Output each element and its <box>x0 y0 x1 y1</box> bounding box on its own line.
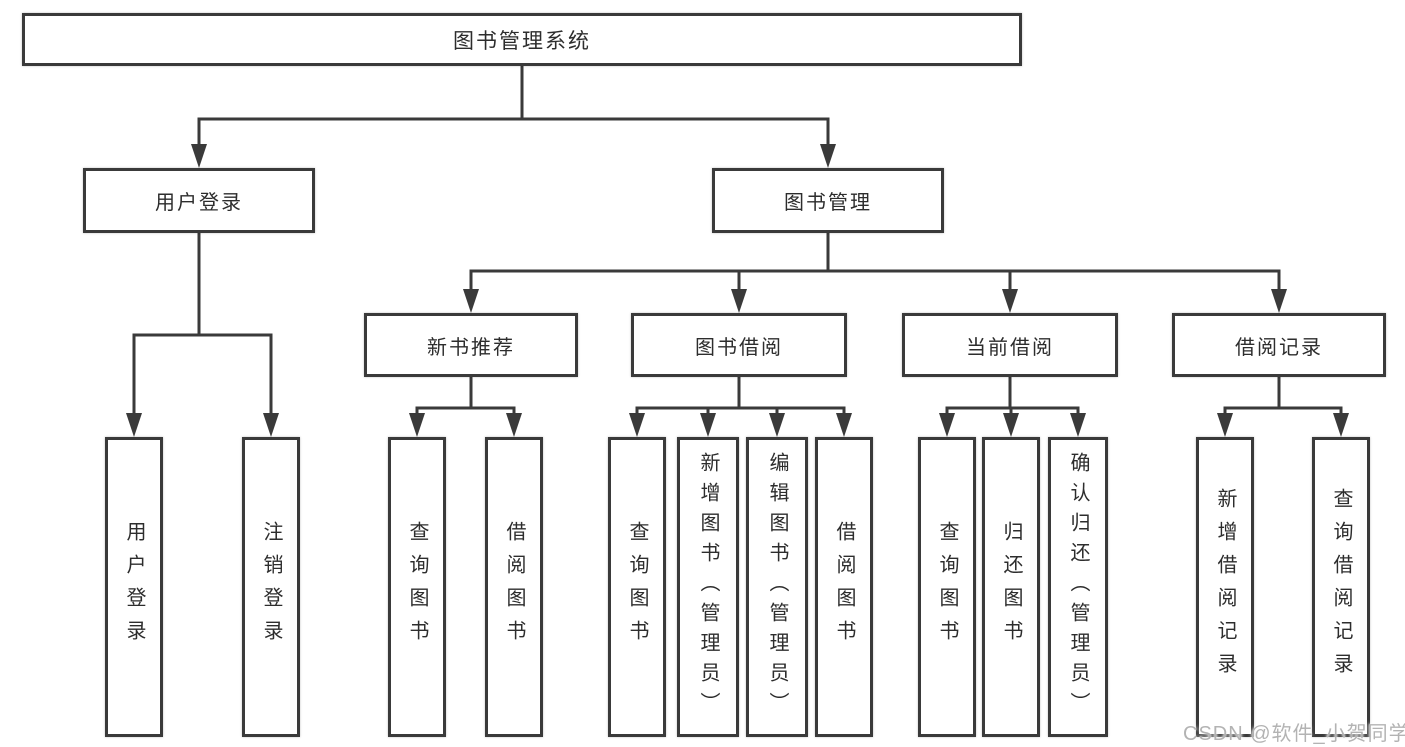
leaf-query-books-current: 查询图书 <box>918 437 976 737</box>
node-new-book-recommend: 新书推荐 <box>364 313 578 377</box>
leaf-label: 查询图书 <box>936 521 958 653</box>
node-root-library-system: 图书管理系统 <box>22 13 1022 66</box>
node-book-management: 图书管理 <box>712 168 944 233</box>
node-book-borrowing: 图书借阅 <box>631 313 847 377</box>
node-current-borrowing: 当前借阅 <box>902 313 1118 377</box>
leaf-label: 查询借阅记录 <box>1330 488 1352 686</box>
leaf-label: 借阅图书 <box>503 521 525 653</box>
leaf-query-books-borrowing: 查询图书 <box>608 437 666 737</box>
leaf-edit-books-admin: 编辑图书（管理员） <box>746 437 808 737</box>
leaf-label: 新增图书（管理员） <box>697 452 719 722</box>
leaf-return-books: 归还图书 <box>982 437 1040 737</box>
node-user-login: 用户登录 <box>83 168 315 233</box>
leaf-borrow-books-recommend: 借阅图书 <box>485 437 543 737</box>
node-borrowing-records: 借阅记录 <box>1172 313 1386 377</box>
leaf-label: 查询图书 <box>406 521 428 653</box>
leaf-query-borrow-record: 查询借阅记录 <box>1312 437 1370 737</box>
leaf-label: 编辑图书（管理员） <box>766 452 788 722</box>
arrowhead-icons <box>126 144 1349 437</box>
leaf-confirm-return-admin: 确认归还（管理员） <box>1048 437 1108 737</box>
leaf-user-login: 用户登录 <box>105 437 163 737</box>
leaf-query-books-recommend: 查询图书 <box>388 437 446 737</box>
leaf-borrow-books: 借阅图书 <box>815 437 873 737</box>
leaf-label: 归还图书 <box>1000 521 1022 653</box>
leaf-label: 借阅图书 <box>833 521 855 653</box>
leaf-add-borrow-record: 新增借阅记录 <box>1196 437 1254 737</box>
leaf-label: 确认归还（管理员） <box>1067 452 1089 722</box>
leaf-label: 用户登录 <box>123 521 145 653</box>
leaf-label: 注销登录 <box>260 521 282 653</box>
csdn-watermark: CSDN @软件_小贺同学 <box>1183 723 1405 745</box>
leaf-label: 新增借阅记录 <box>1214 488 1236 686</box>
leaf-logout: 注销登录 <box>242 437 300 737</box>
leaf-label: 查询图书 <box>626 521 648 653</box>
leaf-add-books-admin: 新增图书（管理员） <box>677 437 739 737</box>
